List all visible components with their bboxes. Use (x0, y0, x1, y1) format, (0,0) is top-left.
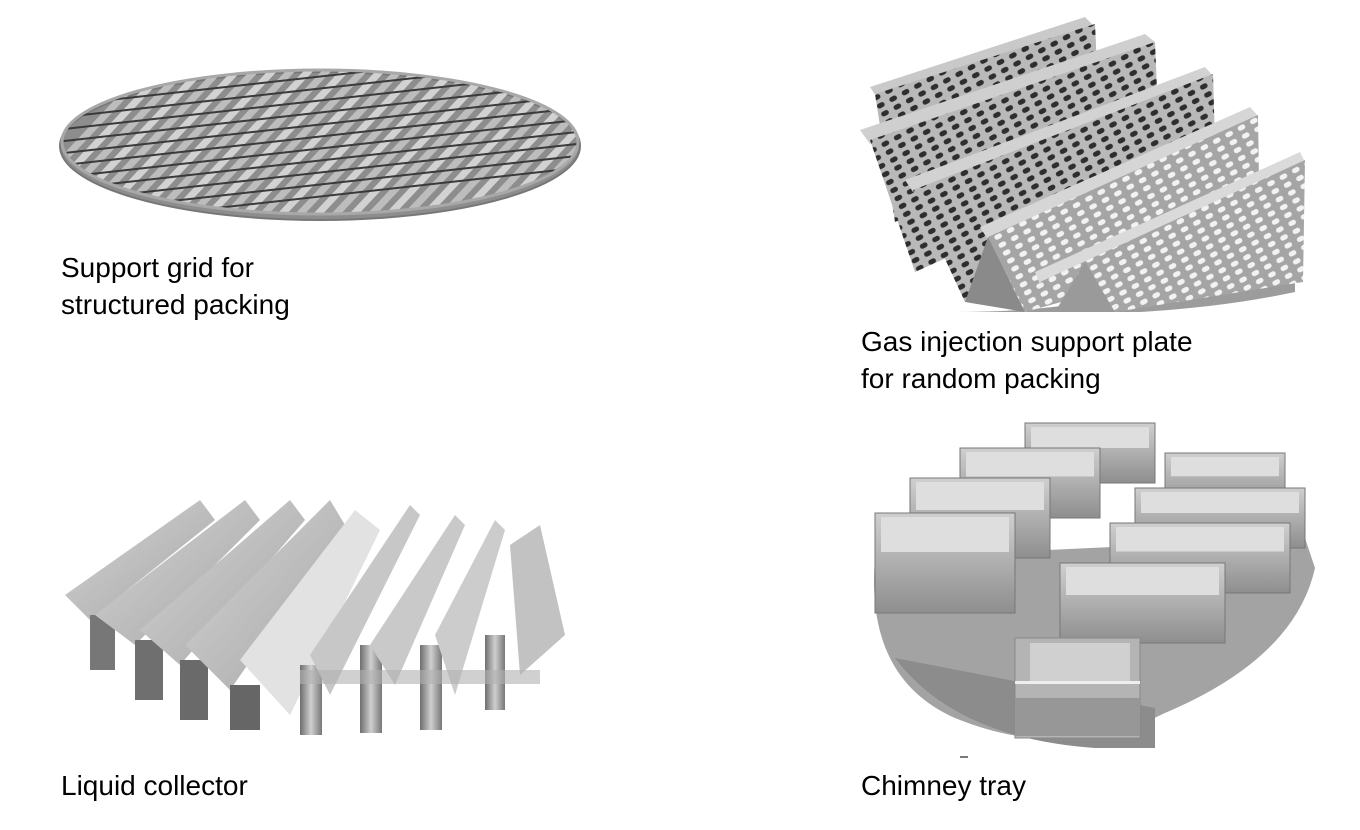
grid-crossbar (62, 93, 578, 155)
grid-crossbar (62, 165, 578, 214)
grid-crossbar (62, 70, 578, 119)
grid-crossbar (62, 141, 578, 203)
support-grid-figure (55, 62, 595, 232)
grid-crossbar (62, 129, 578, 191)
chimney-hat (1171, 457, 1279, 477)
grid-bar (190, 70, 356, 214)
grid-bar (316, 70, 482, 214)
chimney-hat (881, 517, 1009, 552)
grid-bar (208, 70, 374, 214)
caption-line: Gas injection support plate (861, 326, 1193, 357)
grid-bar (62, 70, 176, 214)
chimney-hat (1031, 427, 1149, 448)
chimney-hat (966, 452, 1094, 477)
chimney-tray-caption: Chimney tray (861, 767, 1026, 804)
liquid-collector-image (65, 500, 565, 735)
chimney-hat (916, 482, 1044, 510)
caption-line: Chimney tray (861, 770, 1026, 801)
liquid-collector-figure (60, 495, 570, 740)
chimney-tray-figure (865, 418, 1320, 758)
grid-bar (298, 70, 464, 214)
gas-injection-plate-figure (855, 12, 1315, 312)
caption-line: for random packing (861, 363, 1101, 394)
grid-bar (262, 70, 428, 214)
chimney-hat (1141, 492, 1299, 513)
support-grid-image (59, 62, 595, 232)
grid-crossbar (62, 70, 578, 107)
caption-line: Support grid for (61, 252, 254, 283)
grid-crossbar (62, 105, 578, 167)
gas-injection-plate-image (860, 17, 1305, 312)
caption-line: Liquid collector (61, 770, 248, 801)
grid-bar (589, 62, 595, 232)
chimney-hat (1116, 527, 1284, 552)
chimney-hat (1066, 567, 1219, 595)
gas-injection-plate-caption: Gas injection support plate for random p… (861, 323, 1193, 397)
grid-bar (334, 70, 500, 214)
liquid-collector-caption: Liquid collector (61, 767, 248, 804)
support-grid-caption: Support grid for structured packing (61, 249, 290, 323)
caption-line: structured packing (61, 289, 290, 320)
chimney-tray-image (874, 422, 1315, 758)
grid-crossbar (62, 117, 578, 179)
